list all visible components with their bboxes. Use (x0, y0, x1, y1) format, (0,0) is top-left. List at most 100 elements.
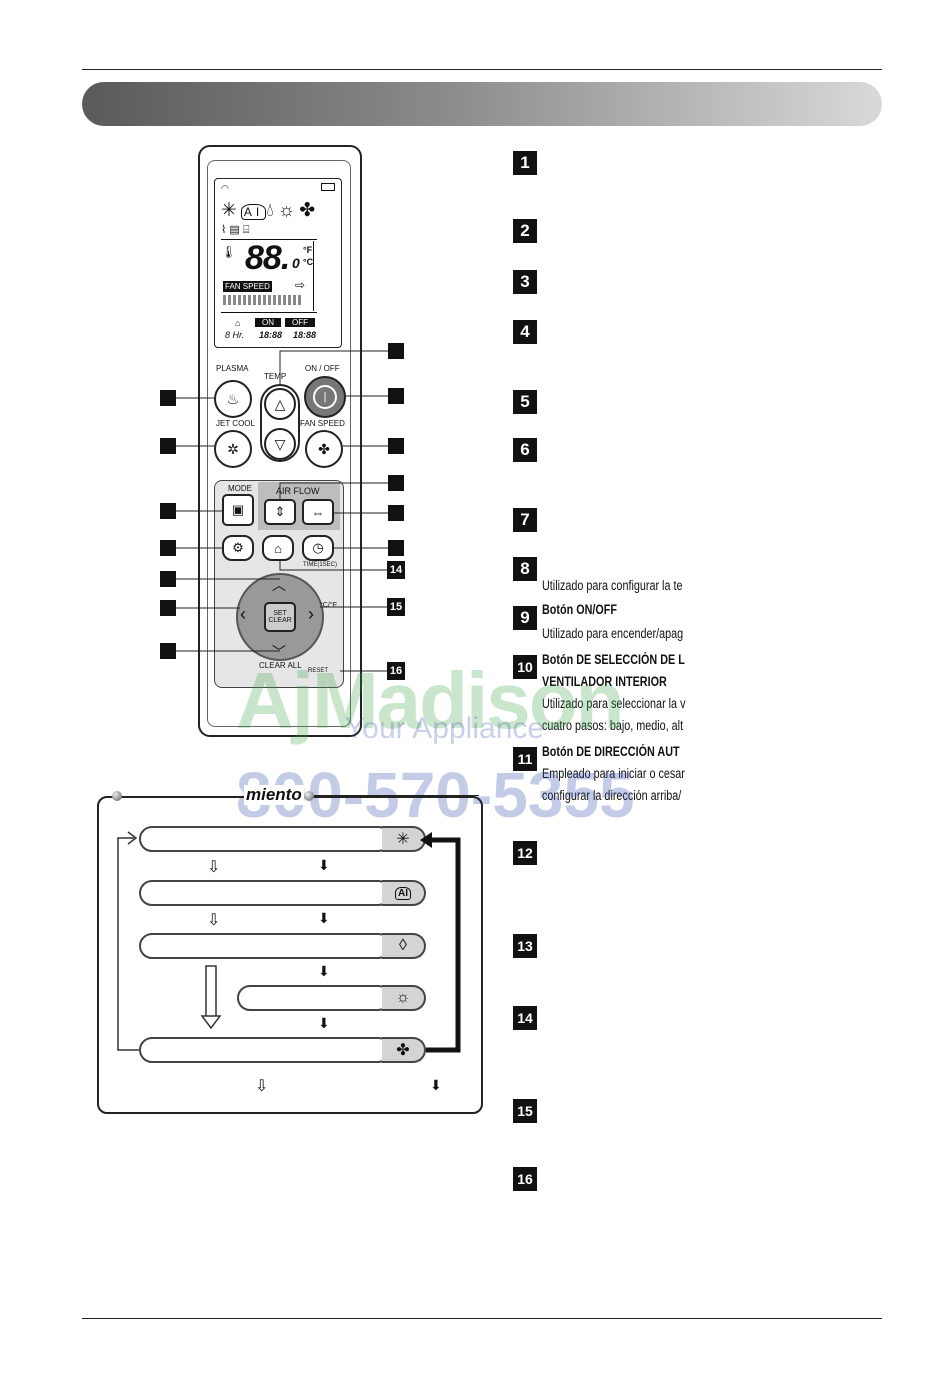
fan-speed-bar (223, 295, 303, 305)
nav-up-button[interactable]: ︿ (272, 575, 286, 595)
mode-cap-cool: ✳ (382, 826, 426, 852)
vertical-airflow-button[interactable]: ⇕ (264, 499, 296, 525)
callout-marker (160, 540, 176, 556)
home-timer-icon: ⌂ (235, 318, 241, 328)
mode-pill-ai (139, 880, 391, 906)
triangle-down-icon: ▽ (274, 435, 286, 452)
plasma-button[interactable]: ♨ (214, 380, 252, 418)
item-number-7: 7 (513, 508, 537, 532)
mode-pill-heat (237, 985, 391, 1011)
black-down-arrow-icon: ⬇ (318, 1015, 330, 1031)
unit-c: °C (303, 257, 314, 267)
power-icon: | (313, 385, 337, 409)
temp-up-button[interactable]: △ (264, 388, 296, 420)
mode-panel-title: miento (244, 785, 304, 805)
lcd-display: ◠ ✳AI💧︎☼✤ ⌇ ▤ ⌸ 🌡︎ 88. 0 °F °C FAN SPEED… (214, 178, 342, 348)
gear-icon: ⚙ (232, 540, 244, 555)
item-number-5: 5 (513, 390, 537, 414)
fan-icon: ✤ (396, 1042, 410, 1059)
panel-dot-right (304, 791, 314, 801)
thermometer-icon: 🌡︎ (221, 245, 237, 259)
callout-marker (160, 643, 176, 659)
time-label: TIME(1SEC) (303, 562, 338, 568)
callout-marker (388, 388, 404, 404)
fan-speed-button[interactable]: ✤ (305, 430, 343, 468)
set-clear-button[interactable]: SET CLEAR (264, 602, 296, 632)
chevron-down-icon: ﹀ (272, 644, 286, 660)
drop-icon: ◊ (399, 937, 407, 954)
nav-left-button[interactable]: ‹ (240, 604, 246, 625)
item-11-description: Empleado para iniciar o cesar (542, 766, 685, 781)
temperature-decimal: 0 (292, 255, 300, 271)
chevron-left-icon: ‹ (240, 604, 246, 624)
sun-icon: ☼ (395, 989, 411, 1006)
item-number-6: 6 (513, 438, 537, 462)
item-number-11: 11 (513, 747, 537, 771)
onoff-label: ON / OFF (305, 364, 340, 373)
timer-hours: 8 Hr. (225, 330, 245, 340)
callout-marker (160, 390, 176, 406)
temp-down-button[interactable]: ▽ (264, 428, 296, 460)
timer-on-time: 18:88 (259, 330, 283, 340)
clear-label: CLEAR (268, 617, 292, 624)
callout-marker (388, 540, 404, 556)
item-number-2: 2 (513, 219, 537, 243)
nav-right-button[interactable]: › (308, 604, 314, 625)
black-down-arrow-icon: ⬇ (318, 910, 330, 926)
text-clip-region: Utilizado para configurar la te Botón ON… (540, 570, 710, 810)
jet-cool-button[interactable]: ✲ (214, 430, 252, 468)
lcd-vertical-rule (313, 241, 314, 311)
temp-label: TEMP (264, 372, 287, 381)
item-10-title-line2: VENTILADOR INTERIOR (542, 674, 667, 689)
swing-arrow-icon: ⇨ (295, 278, 306, 292)
lcd-divider (221, 239, 317, 240)
mode-cap-dry: ◊ (382, 933, 426, 959)
white-down-arrow-icon: ⇩ (255, 1078, 269, 1095)
room-temp-button[interactable]: ⌂ (262, 535, 294, 561)
plasma-icon: ♨ (226, 390, 240, 407)
plasma-icons-row: ⌇ ▤ ⌸ (221, 224, 250, 236)
mode-button[interactable]: ▣ (222, 494, 254, 526)
mode-cap-heat: ☼ (382, 985, 426, 1011)
callout-14: 14 (387, 561, 405, 579)
item-10-title: Botón DE SELECCIÓN DE L (542, 652, 685, 667)
clock-icon: ◷ (312, 540, 324, 555)
panel-dot-left (112, 791, 122, 801)
callout-marker (388, 505, 404, 521)
timer-button[interactable]: ◷ (302, 535, 334, 561)
plasma-label: PLASMA (216, 364, 249, 373)
snowflake-icon: ✳ (396, 831, 410, 848)
fan-speed-indicator: FAN SPEED (223, 281, 272, 292)
nav-down-button[interactable]: ﹀ (272, 642, 286, 662)
clear-all-label: CLEAR ALL (259, 661, 302, 670)
on-indicator: ON (255, 318, 281, 327)
white-down-arrow-icon: ⇩ (207, 859, 221, 876)
item-9-title: Botón ON/OFF (542, 602, 617, 617)
horizontal-airflow-button[interactable]: ⇔ (302, 499, 334, 525)
house-icon: ⌂ (274, 540, 282, 556)
bottom-rule (82, 1318, 882, 1319)
title-rule (314, 795, 479, 796)
mode-cap-ai: AI (382, 880, 426, 906)
battery-icon (321, 183, 335, 191)
set-label: SET (273, 610, 287, 617)
item-number-4: 4 (513, 320, 537, 344)
item-number-9: 9 (513, 606, 537, 630)
settings-button[interactable]: ⚙ (222, 535, 254, 561)
mode-pill-fan (139, 1037, 391, 1063)
callout-marker (160, 503, 176, 519)
item-number-1: 1 (513, 151, 537, 175)
item-8-description: Utilizado para configurar la te (542, 578, 683, 593)
item-10-description-line2: cuatro pasos: bajo, medio, alt (542, 718, 684, 733)
cf-label: °C/°F (320, 602, 337, 609)
item-number-14: 14 (513, 1006, 537, 1030)
timer-off-time: 18:88 (293, 330, 317, 340)
mode-pill-dry (139, 933, 391, 959)
chevron-up-icon: ︿ (272, 577, 286, 593)
off-indicator: OFF (285, 318, 315, 327)
jetcool-label: JET COOL (216, 419, 255, 428)
power-button[interactable]: | (304, 376, 346, 418)
fan-icon: ✤ (318, 440, 330, 457)
